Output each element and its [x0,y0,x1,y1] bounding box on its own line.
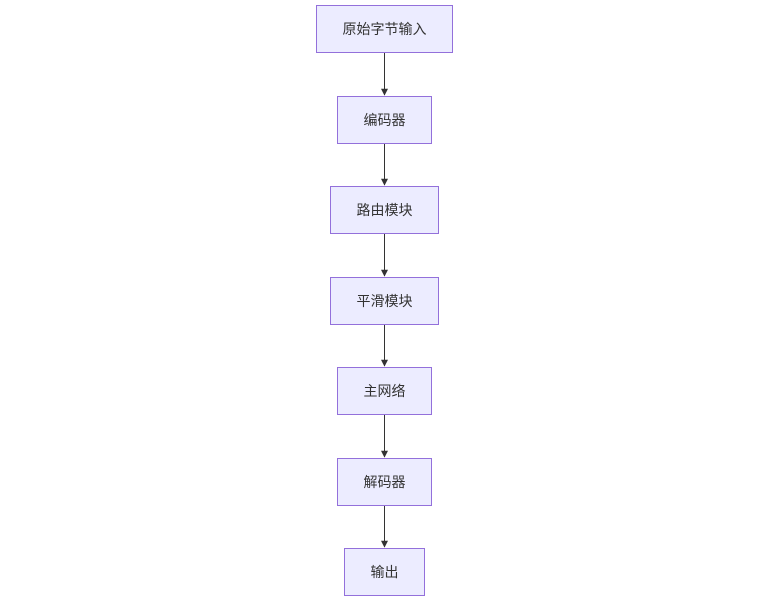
node-label: 原始字节输入 [342,22,427,38]
node-label: 主网络 [363,384,406,400]
node-label: 解码器 [363,475,406,491]
node-label: 路由模块 [356,203,413,219]
node-label: 输出 [370,565,399,581]
node-output[interactable]: 输出 [344,548,425,596]
node-smoothing-module[interactable]: 平滑模块 [330,277,439,325]
node-encoder[interactable]: 编码器 [337,96,432,144]
node-label: 编码器 [363,113,406,129]
node-routing-module[interactable]: 路由模块 [330,186,439,234]
node-label: 平滑模块 [356,294,413,310]
node-main-network[interactable]: 主网络 [337,367,432,415]
node-decoder[interactable]: 解码器 [337,458,432,506]
node-raw-bytes-input[interactable]: 原始字节输入 [316,5,453,53]
